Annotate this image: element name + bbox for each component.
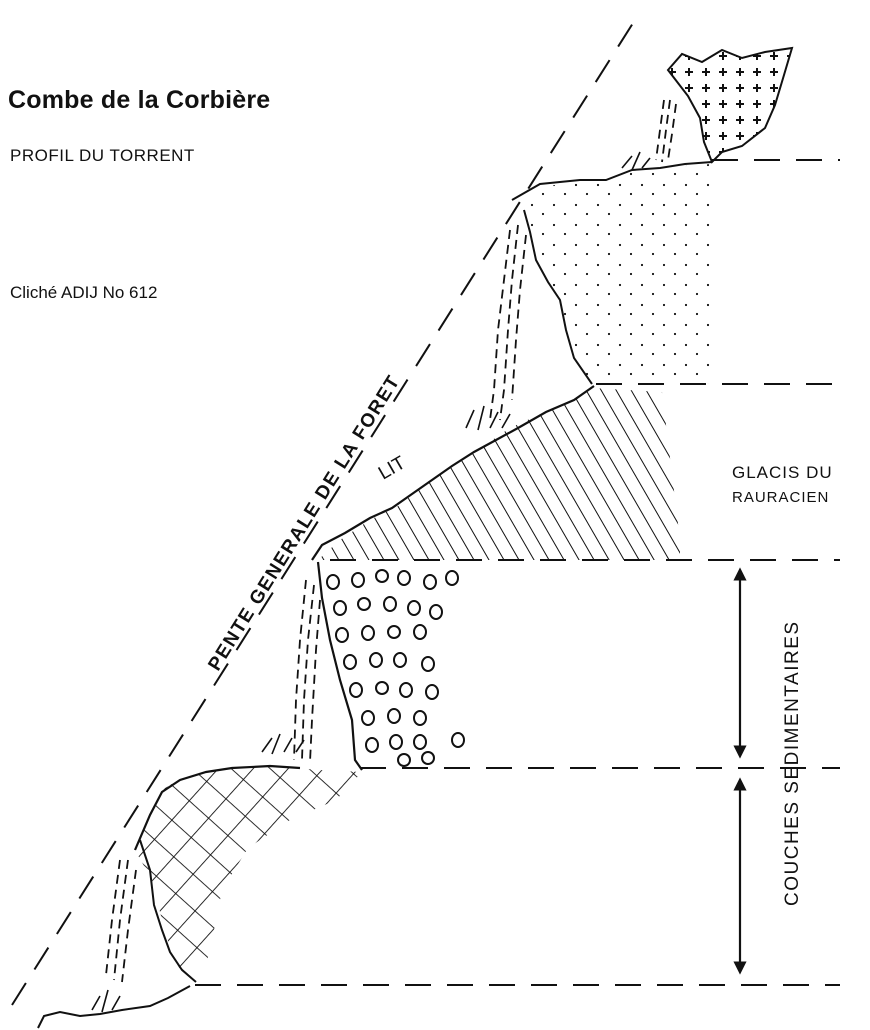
torrent-bed	[105, 99, 677, 983]
dotted-layer	[524, 164, 710, 384]
rauracien-glacis	[318, 388, 680, 560]
layer-boundaries	[195, 159, 840, 986]
sedimentary-layers-label: COUCHES SEDIMENTAIRES	[782, 620, 803, 906]
glacis-label-line2: RAURACIEN	[732, 489, 829, 506]
dotted-layer-outline	[511, 161, 713, 385]
glacis-surface	[311, 385, 595, 561]
crystalline-block	[666, 46, 794, 164]
lower-cliff-edge	[139, 839, 197, 983]
general-slope-line	[11, 11, 641, 1006]
page-subtitle: PROFIL DU TORRENT	[10, 146, 195, 165]
glacis-label-line1: GLACIS DU	[732, 463, 833, 482]
photo-credit: Cliché ADIJ No 612	[10, 283, 158, 302]
bed-label: LIT	[375, 452, 410, 484]
conglomerate-layer	[316, 561, 465, 771]
lower-hatched-layer	[135, 766, 362, 980]
lower-surface	[133, 764, 301, 851]
bottom-ground	[37, 985, 191, 1029]
page-title: Combe de la Corbière	[8, 86, 271, 114]
grass-tufts	[91, 151, 651, 1013]
